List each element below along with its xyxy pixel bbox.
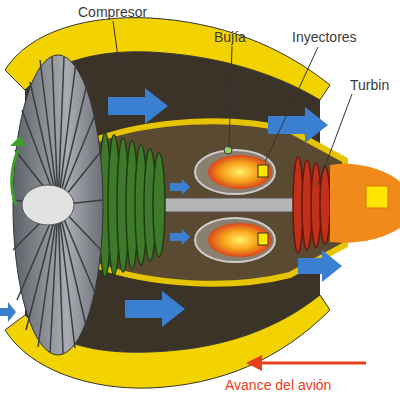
injector	[258, 233, 268, 245]
airflow-arrow	[125, 291, 185, 327]
leader-lines	[113, 21, 352, 185]
injector	[258, 165, 268, 177]
airflow-arrow	[298, 250, 342, 282]
leader-line	[113, 21, 120, 72]
combustion-liner	[195, 218, 275, 262]
part-label: Turbin	[350, 77, 389, 93]
spark-plug	[224, 146, 232, 154]
spinner	[22, 185, 74, 225]
rotation-arrow	[12, 150, 18, 205]
combustion-chamber	[195, 146, 275, 262]
leader-line	[229, 46, 232, 148]
fan-blades	[13, 57, 103, 354]
compressor-stage	[153, 153, 165, 257]
part-label: Inyectores	[292, 29, 357, 45]
turbine-stage	[320, 166, 330, 244]
leader-line	[318, 94, 352, 185]
fan-disk	[13, 55, 103, 355]
turbine-stages	[293, 157, 330, 253]
direction-arrow-shaft	[258, 362, 366, 365]
direction-arrowhead	[246, 355, 262, 371]
leader-line	[265, 47, 318, 162]
exhaust-flame	[330, 164, 400, 243]
compressor-stages	[99, 133, 165, 277]
airflow-arrows	[0, 88, 342, 327]
rotation-arrowhead	[10, 136, 26, 146]
flame	[208, 155, 272, 189]
combustion-liner	[195, 150, 275, 194]
part-label: Bujía	[214, 29, 246, 45]
exhaust-core	[366, 186, 388, 208]
part-label: Compresor	[78, 4, 147, 20]
direction-label: Avance del avión	[225, 377, 331, 393]
airflow-arrow	[108, 88, 168, 124]
flame	[208, 223, 272, 257]
airflow-arrow	[170, 179, 190, 195]
airflow-arrow	[268, 107, 328, 143]
airflow-arrow	[170, 229, 190, 245]
airflow-arrow	[0, 302, 16, 322]
